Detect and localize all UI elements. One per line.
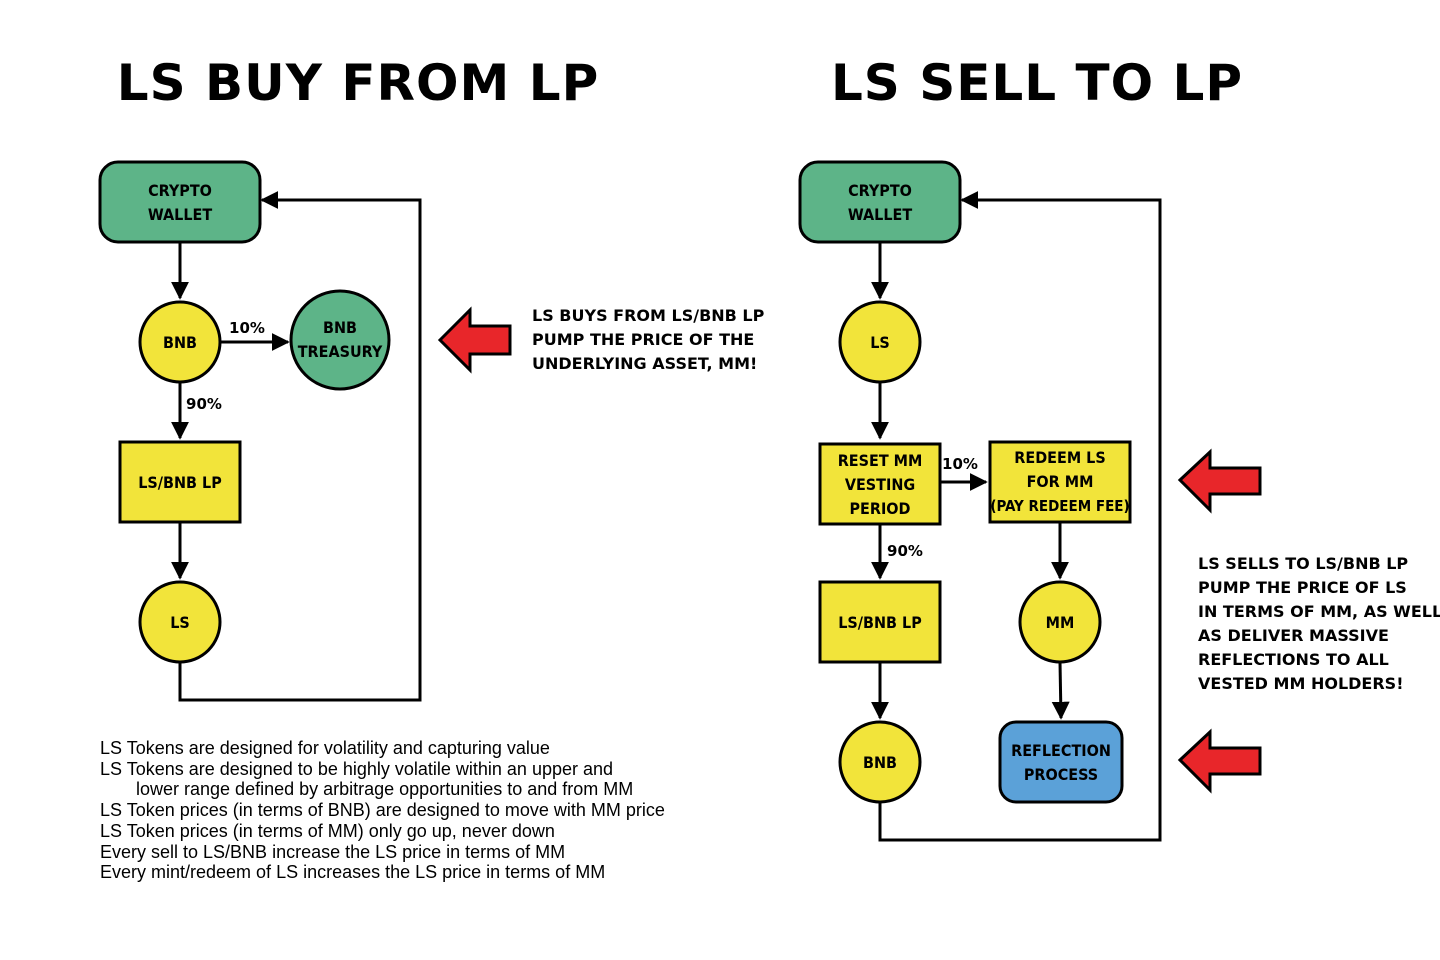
- reset-label-2: VESTING: [845, 475, 915, 494]
- mm-node: [1018, 580, 1102, 664]
- left-red-arrow-icon: [437, 306, 512, 374]
- reset-vesting-node: [818, 442, 942, 526]
- reflection-node: [998, 720, 1124, 804]
- note-line: Every sell to LS/BNB increase the LS pri…: [100, 841, 566, 862]
- right-bnb-node: [838, 720, 922, 804]
- treasury-node: [289, 289, 391, 391]
- right-red-arrow-lower-icon: [1177, 728, 1262, 794]
- left-ls-node: [138, 580, 222, 664]
- right-bnb-label: BNB: [863, 753, 897, 772]
- reset-label-1: RESET MM: [838, 451, 923, 470]
- right-ls-node: [838, 300, 922, 384]
- left-note-3: UNDERLYING ASSET, MM!: [532, 354, 757, 373]
- left-note-2: PUMP THE PRICE OF THE: [532, 330, 754, 349]
- right-note-4: AS DELIVER MASSIVE: [1198, 626, 1389, 645]
- note-line: lower range defined by arbitrage opportu…: [136, 779, 634, 800]
- reflection-label-1: REFLECTION: [1011, 741, 1111, 760]
- right-note-6: VESTED MM HOLDERS!: [1198, 674, 1403, 693]
- edge-bnb-loop-to-wallet: [878, 191, 1162, 842]
- right-wallet-label-1: CRYPTO: [848, 181, 912, 200]
- right-wallet-node: [798, 160, 962, 244]
- mm-label: MM: [1046, 613, 1075, 632]
- redeem-node: [988, 440, 1132, 524]
- right-note-2: PUMP THE PRICE OF LS: [1198, 578, 1407, 597]
- right-lp-node: [818, 580, 942, 664]
- left-lp-label: LS/BNB LP: [138, 473, 222, 492]
- treasury-label-2: TREASURY: [298, 342, 383, 361]
- right-pct-lp: 90%: [887, 542, 923, 560]
- right-ls-label: LS: [870, 333, 890, 352]
- left-pct-lp: 90%: [186, 395, 222, 413]
- redeem-label-2: FOR MM: [1027, 472, 1094, 491]
- note-line: LS Tokens are designed for volatility an…: [100, 738, 550, 758]
- notes-list: LS Tokens are designed for volatility an…: [100, 738, 665, 883]
- edge-ls-loop-to-wallet: [178, 191, 422, 702]
- left-wallet-label-1: CRYPTO: [148, 181, 212, 200]
- right-wallet-label-2: WALLET: [848, 205, 912, 224]
- treasury-label-1: BNB: [323, 318, 357, 337]
- note-line: LS Tokens are designed to be highly vola…: [100, 758, 614, 779]
- left-pct-treasury: 10%: [229, 319, 265, 337]
- right-pct-redeem: 10%: [942, 455, 978, 473]
- right-note-3: IN TERMS OF MM, AS WELL: [1198, 602, 1440, 621]
- note-line: Every mint/redeem of LS increases the LS…: [100, 862, 606, 883]
- right-lp-label: LS/BNB LP: [838, 613, 922, 632]
- right-red-arrow-upper-icon: [1177, 448, 1262, 514]
- right-note-5: REFLECTIONS TO ALL: [1198, 650, 1389, 669]
- left-bnb-node: [138, 300, 222, 384]
- left-bnb-label: BNB: [163, 333, 197, 352]
- redeem-label-1: REDEEM LS: [1014, 448, 1105, 467]
- note-line: LS Token prices (in terms of MM) only go…: [100, 820, 555, 841]
- left-note-1: LS BUYS FROM LS/BNB LP: [532, 306, 765, 325]
- right-note-1: LS SELLS TO LS/BNB LP: [1198, 554, 1408, 573]
- right-title: LS SELL TO LP: [831, 54, 1243, 112]
- reset-label-3: PERIOD: [849, 499, 910, 518]
- note-line: LS Token prices (in terms of BNB) are de…: [100, 800, 665, 821]
- redeem-label-3: (PAY REDEEM FEE): [990, 497, 1129, 515]
- left-ls-label: LS: [170, 613, 190, 632]
- edge-mm-to-reflection: [1051, 661, 1070, 720]
- left-lp-node: [118, 440, 242, 524]
- reflection-label-2: PROCESS: [1024, 765, 1098, 784]
- left-wallet-node: [98, 160, 262, 244]
- left-wallet-label-2: WALLET: [148, 205, 212, 224]
- left-title: LS BUY FROM LP: [117, 54, 599, 112]
